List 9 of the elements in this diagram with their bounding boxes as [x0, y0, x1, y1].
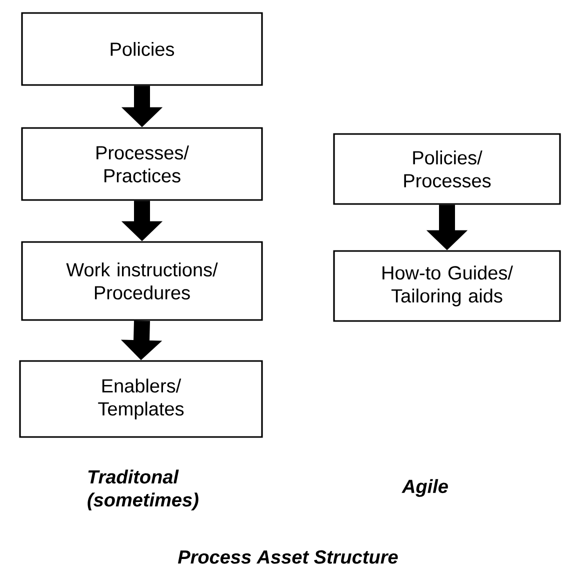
process-box: Processes/ Practices: [21, 127, 263, 201]
label-text: Traditonal (sometimes): [88, 470, 198, 510]
caption: Process Asset Structure: [178, 550, 398, 564]
process-box: How-to Guides/ Tailoring aids: [333, 250, 561, 322]
process-box: Enablers/ Templates: [19, 360, 263, 438]
process-box: Policies: [21, 12, 263, 86]
process-box: Work instructions/ Procedures: [21, 241, 263, 321]
label-text: Agile: [402, 479, 448, 497]
process-box: Policies/ Processes: [333, 133, 561, 205]
